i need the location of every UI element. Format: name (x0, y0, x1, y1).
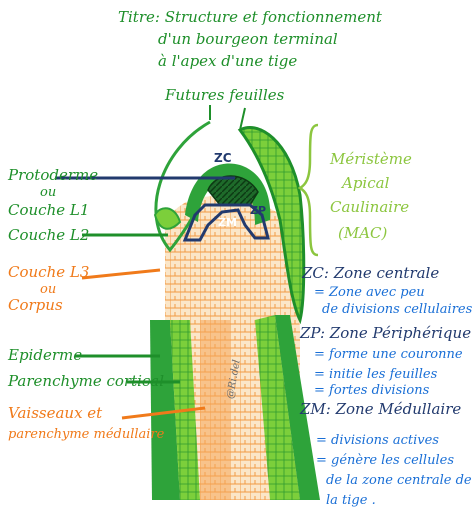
zp-marker: ZP (250, 204, 266, 217)
legend-zm-3: de la zone centrale de (326, 473, 472, 488)
legend-zp-3: = fortes divisions (314, 383, 430, 398)
title-line-2: d'un bourgeon terminal (158, 30, 338, 48)
label-couche-l2: Couche L2 (8, 226, 90, 244)
legend-zp-1: = forme une couronne (314, 347, 463, 362)
label-couche-l3: Couche L3 (8, 263, 90, 281)
leaf-primordium-left (154, 120, 211, 253)
label-vaisseaux-2: parenchyme médullaire (8, 427, 165, 442)
leaf-primordium-right (237, 126, 306, 325)
label-epiderme: Epiderme (8, 346, 83, 364)
legend-zm-1: = divisions actives (316, 433, 439, 448)
legend-zp-head: ZP: Zone Périphérique (300, 324, 472, 342)
title-line-3: à l'apex d'une tige (158, 52, 298, 70)
label-ou-1: ou (40, 185, 57, 200)
zone-centrale-region (207, 175, 259, 206)
legend-zm-head: ZM: Zone Médullaire (300, 400, 462, 418)
label-couche-l1: Couche L1 (8, 201, 90, 219)
legend-zm-4: la tige . (326, 493, 376, 508)
legend-zm-2: = génère les cellules (316, 453, 454, 468)
mac-line-3: Caulinaire (330, 198, 410, 216)
label-futures-feuilles: Futures feuilles (165, 86, 285, 104)
label-vaisseaux-1: Vaisseaux et (8, 404, 103, 422)
label-parenchyme-cortical: Parenchyme cortical (8, 372, 165, 390)
legend-zp-2: = initie les feuilles (314, 367, 438, 382)
label-ou-2: ou (40, 282, 57, 297)
title-line-1: Titre: Structure et fonctionnement (118, 8, 382, 26)
label-corpus: Corpus (8, 296, 63, 314)
zm-marker: ZM (218, 216, 237, 229)
mac-line-2: Apical (342, 174, 390, 192)
medullary-vessels (200, 320, 230, 500)
legend-zc-2: de divisions cellulaires (322, 302, 473, 317)
legend-zc-1: = Zone avec peu (314, 285, 425, 300)
stem-wall-right (255, 315, 300, 500)
label-protoderme: Protoderme (8, 166, 99, 184)
zone-peripherique-outline (182, 203, 270, 242)
legend-zc-head: ZC: Zone centrale (302, 264, 440, 282)
mac-line-4: (MAC) (338, 224, 388, 242)
mac-line-1: Méristème (330, 150, 412, 168)
zc-marker: ZC (214, 151, 232, 165)
mac-brace (297, 123, 319, 257)
